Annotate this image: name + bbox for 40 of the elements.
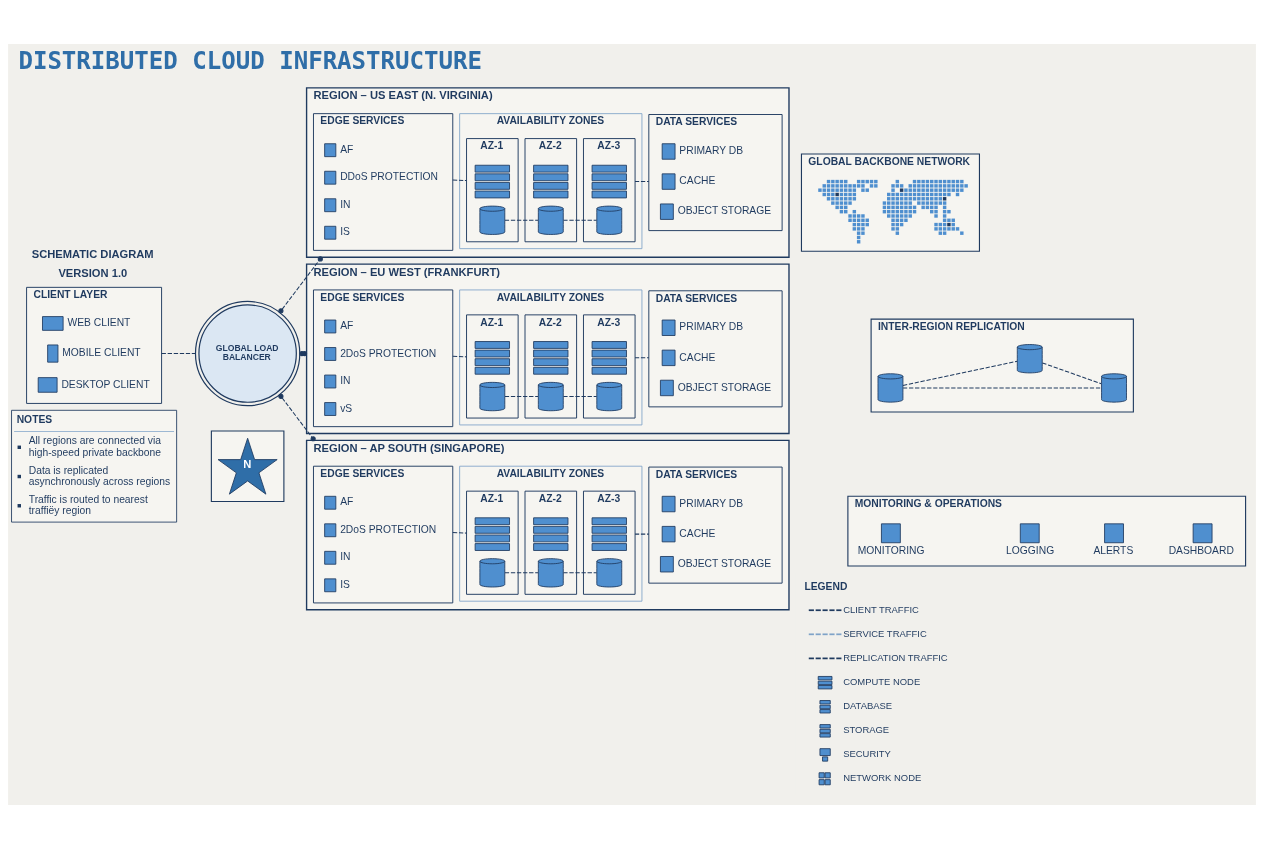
node-label: IN (340, 374, 351, 386)
node-label: CACHE (679, 351, 716, 363)
node-label: AF (340, 319, 354, 331)
node-label: OBJECT STORAGE (677, 381, 772, 393)
legend-label: CLIENT TRAFFIC (843, 603, 919, 615)
legend-label: SERVICE TRAFFIC (843, 627, 927, 639)
legend-label: SECURITY (843, 747, 891, 759)
node-label: PRIMARY DB (679, 497, 744, 509)
legend-label: REPLICATION TRAFFIC (843, 651, 948, 663)
node-label: CACHE (679, 527, 716, 539)
node-label: LOGGING (1006, 544, 1055, 556)
node-label: 2DoS PROTECTION (340, 347, 437, 359)
node-label: WEB CLIENT (67, 316, 131, 328)
node-label: PRIMARY DB (679, 144, 744, 156)
node-label: IS (340, 225, 350, 237)
node-label: vS (340, 402, 353, 414)
node-label: AF (340, 495, 354, 507)
node-label: IN (340, 198, 351, 210)
diagram-title: DISTRIBUTED CLOUD INFRASTRUCTURE (18, 46, 482, 75)
node-label: DDoS PROTECTION (340, 170, 438, 182)
legend-label: NETWORK NODE (843, 771, 922, 783)
node-label: IN (340, 550, 351, 562)
node-label: DESKTOP CLIENT (61, 378, 150, 390)
legend-label: DATABASE (843, 699, 893, 711)
node-label: ALERTS (1093, 544, 1134, 556)
node-label: PRIMARY DB (679, 320, 744, 332)
node-label: DASHBOARD (1168, 544, 1234, 556)
node-label: CACHE (679, 174, 716, 186)
node-label: OBJECT STORAGE (677, 557, 772, 569)
legend-label: STORAGE (843, 723, 890, 735)
node-label: 2DoS PROTECTION (340, 523, 437, 535)
label: VERSION 1.0 (58, 266, 128, 279)
node-label: MONITORING (857, 544, 925, 556)
node-label: MOBILE CLIENT (62, 346, 141, 358)
label: LEGEND (804, 580, 848, 592)
label: SCHEMATIC DIAGRAM (31, 247, 154, 260)
node-label: IS (340, 578, 350, 590)
legend-label: COMPUTE NODE (843, 675, 921, 687)
node-label: AF (340, 143, 354, 155)
node-label: OBJECT STORAGE (677, 204, 772, 216)
